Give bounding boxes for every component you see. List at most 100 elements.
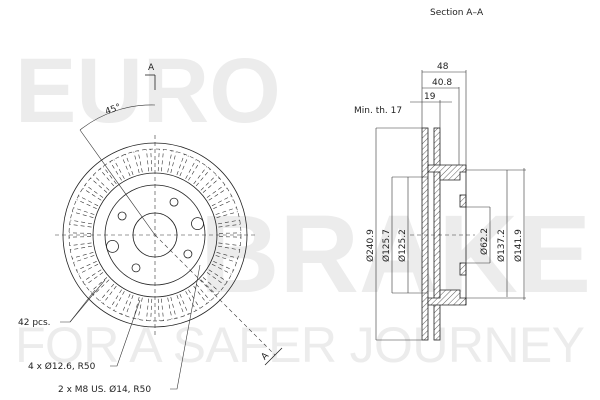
- vent-line: [90, 177, 108, 193]
- threaded-hole: [191, 217, 204, 231]
- vent-line: [109, 289, 122, 309]
- section-arrow-bottom: [264, 347, 283, 366]
- flange-bottom: [459, 262, 467, 276]
- vent-line: [146, 149, 149, 172]
- vent-line: [188, 161, 201, 181]
- vent-line: [82, 188, 102, 201]
- vent-line: [202, 277, 220, 293]
- threads-label: 2 x M8 US. Ø14, R50: [58, 384, 151, 395]
- dim-19: 19: [424, 92, 436, 102]
- section-line-diag: [154, 234, 276, 356]
- holes-label: 4 x Ø12.6, R50: [28, 361, 96, 372]
- vent-line: [179, 155, 189, 177]
- dim-125.7: Ø125.7: [381, 229, 392, 262]
- leader-holes: [110, 299, 141, 367]
- vent-line: [167, 297, 173, 320]
- vent-line: [218, 236, 241, 238]
- vent-line: [109, 161, 122, 181]
- vent-line: [195, 168, 211, 187]
- vent-line: [93, 279, 110, 296]
- vent-line: [167, 150, 173, 173]
- vent-line: [137, 297, 143, 320]
- vent-line: [215, 207, 237, 215]
- bolt-hole: [131, 263, 141, 273]
- min-thickness-label: Min. th. 17: [354, 106, 402, 116]
- vent-line: [113, 291, 125, 311]
- vent-line: [217, 219, 240, 225]
- vent-line: [188, 289, 201, 309]
- vent-line: [176, 154, 185, 175]
- vent-line: [157, 149, 160, 172]
- rotor-plate-outer: [421, 127, 429, 341]
- vent-line: [170, 151, 177, 174]
- vent-line: [73, 255, 95, 263]
- vent-line: [69, 236, 92, 238]
- vent-line: [102, 166, 117, 185]
- flange-top: [459, 194, 467, 208]
- bolt-hole: [169, 197, 179, 207]
- vent-line: [216, 252, 238, 259]
- vent-line: [218, 232, 241, 234]
- vent-line: [72, 252, 94, 259]
- vent-line: [161, 298, 164, 321]
- threaded-hole: [106, 239, 119, 253]
- angle-arc: [79, 104, 156, 131]
- vent-line: [217, 245, 240, 251]
- vent-line: [78, 263, 99, 275]
- vent-line: [146, 298, 149, 321]
- vent-line: [90, 277, 108, 293]
- watermark-euro: EURO: [15, 40, 281, 142]
- vent-line: [200, 174, 217, 191]
- vent-line: [176, 295, 185, 316]
- vent-line: [215, 255, 237, 263]
- vent-line: [137, 150, 143, 173]
- vent-line: [150, 298, 153, 321]
- angle-leg: [79, 129, 156, 236]
- dim-48: 48: [437, 62, 449, 72]
- vent-line: [211, 195, 232, 207]
- leader-threads: [170, 264, 201, 390]
- dim-62.2: Ø62.2: [479, 228, 490, 255]
- vent-line: [202, 177, 220, 193]
- vent-line: [206, 272, 225, 286]
- vent-count-label: 42 pcs.: [18, 318, 51, 328]
- vent-line: [93, 174, 110, 191]
- section-view: Section A–A 48 40.8 19 Min. th. 17 Ø240.…: [354, 8, 526, 341]
- vent-line: [99, 168, 115, 187]
- vent-line: [72, 211, 94, 218]
- vent-line: [70, 245, 93, 251]
- vent-line: [76, 199, 97, 209]
- dim-240.9: Ø240.9: [365, 229, 376, 262]
- vent-line: [73, 207, 95, 215]
- vent-line: [211, 263, 232, 275]
- vent-line: [185, 159, 197, 179]
- vent-line: [193, 166, 208, 185]
- vent-line: [161, 149, 164, 172]
- vent-line: [218, 224, 241, 228]
- watermark-tagline: FOR A SAFER JOURNEY: [15, 317, 585, 373]
- vent-line: [69, 242, 92, 246]
- bolt-hole: [117, 211, 127, 221]
- vent-line: [208, 188, 228, 201]
- vent-line: [218, 242, 241, 246]
- vent-line: [200, 279, 217, 296]
- leader-vents-2: [69, 279, 106, 323]
- section-title: Section A–A: [430, 8, 484, 18]
- dim-125.2: Ø125.2: [397, 229, 408, 262]
- vent-line: [69, 232, 92, 234]
- vent-line: [82, 269, 102, 282]
- vent-line: [157, 298, 160, 321]
- vent-line: [216, 211, 238, 218]
- vent-line: [208, 269, 228, 282]
- vent-line: [125, 154, 134, 175]
- vent-line: [76, 261, 97, 271]
- front-view: A A 45° 42 pcs. 4 x Ø12.6, R50 2 x M8 US…: [18, 63, 283, 395]
- bolt-hole: [183, 249, 193, 259]
- vent-line: [70, 219, 93, 225]
- vent-line: [99, 283, 115, 302]
- vent-line: [213, 199, 234, 209]
- watermark-brake: BRAKE: [200, 193, 591, 316]
- vent-line: [150, 149, 153, 172]
